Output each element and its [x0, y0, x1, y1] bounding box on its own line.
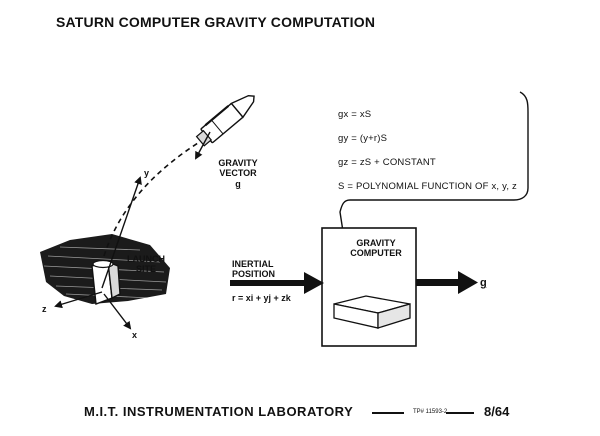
footer-reference: TP# 11593-2 [413, 409, 448, 415]
launch-axes [54, 176, 142, 330]
input-arrow [230, 272, 324, 294]
equation-gy: gy = (y+r)S [338, 133, 388, 144]
computer-slab [333, 295, 411, 329]
slide-title: SATURN COMPUTER GRAVITY COMPUTATION [56, 14, 376, 30]
output-g-symbol: g [480, 277, 487, 289]
gravity-computer-label: GRAVITY COMPUTER [350, 238, 402, 259]
equation-gx: gx = xS [338, 109, 372, 120]
footer-page-number: 8/64 [484, 404, 510, 419]
axis-y-label: y [144, 168, 150, 178]
trajectory-path [103, 137, 207, 257]
position-equation: r = xi + yj + zk [232, 293, 291, 303]
output-arrow [416, 271, 478, 294]
axis-z-label: z [42, 304, 47, 314]
gravity-vector-label: GRAVITY VECTOR g [218, 158, 258, 189]
equation-s: S = POLYNOMIAL FUNCTION OF x, y, z [338, 181, 517, 192]
equation-callout-line [339, 91, 529, 239]
inertial-position-label: INERTIAL POSITION [232, 259, 276, 280]
footer-lab-name: M.I.T. INSTRUMENTATION LABORATORY [84, 404, 354, 419]
equation-gz: gz = zS + CONSTANT [338, 157, 436, 168]
space-vehicle [195, 94, 255, 147]
launch-site-label: LAUNCH SITE [127, 254, 165, 275]
axis-x-label: x [132, 330, 138, 340]
gravity-vector-arrow [195, 131, 211, 160]
y-axis [101, 176, 142, 289]
x-axis [103, 293, 132, 330]
z-axis [54, 291, 103, 309]
